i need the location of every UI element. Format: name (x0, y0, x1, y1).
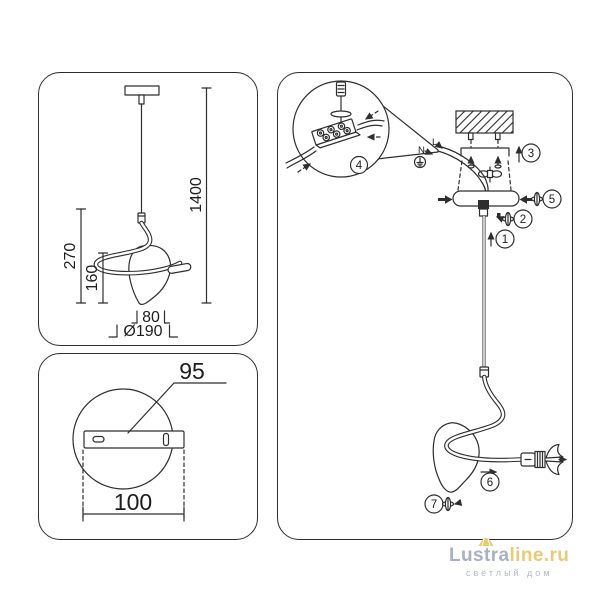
svg-text:2: 2 (520, 214, 526, 226)
screw-icon (441, 496, 455, 512)
dim-total-height: 1400 (188, 87, 212, 304)
step4-callout: 4 (349, 155, 369, 175)
screw-icon (501, 211, 515, 227)
bar-slot-right (162, 432, 170, 447)
dim-label-diameter-190: Ø190 (123, 323, 162, 340)
logo-tagline: светлый дом (466, 568, 553, 578)
dim-label-95: 95 (179, 358, 205, 384)
supply-wires: N L (418, 137, 489, 194)
pendant-side-view (93, 85, 192, 306)
step7-callout: 7 (424, 494, 463, 514)
cord-lock (478, 200, 489, 209)
dim-label-80: 80 (142, 309, 160, 326)
dim-shade-width: 80 (131, 309, 171, 326)
bar-slot-left (92, 435, 105, 443)
logo-text: Lustraline.ru (449, 536, 597, 565)
step6-callout: 6 (480, 468, 500, 492)
logo-brand-part1: Lustra (449, 545, 510, 566)
svg-text:1: 1 (502, 234, 508, 246)
screw-icon (530, 191, 544, 207)
panel-canopy-top-view: 95 100 (38, 353, 258, 540)
dimension-drawing-svg: 1400 270 160 80 Ø190 (62, 85, 212, 340)
dim-shade-height: 160 (84, 252, 109, 304)
ceiling-hatch (455, 110, 514, 134)
led-module (520, 443, 568, 476)
dim-label-160: 160 (84, 265, 101, 292)
svg-text:6: 6 (487, 477, 493, 489)
chandelier-icon (478, 538, 494, 547)
dim-label-1400: 1400 (188, 177, 205, 213)
stone-shade (128, 244, 172, 306)
ground-symbol (413, 155, 427, 169)
mounting-bar (83, 430, 185, 449)
canopy-drawing-svg: 95 100 (72, 358, 227, 522)
side-pin (167, 262, 192, 274)
screw-icon (494, 155, 502, 169)
label-neutral: N (418, 145, 425, 156)
wiring-detail-bubble: 4 (285, 80, 439, 178)
mounting-bracket (460, 139, 510, 169)
ceiling-section (455, 110, 514, 141)
step1-callout: 1 (487, 229, 515, 249)
dim-label-100: 100 (114, 489, 152, 515)
lustraline-logo: Lustraline.ru светлый дом (449, 536, 597, 578)
dim-swirl-diameter: Ø190 (108, 323, 179, 340)
panel-dimension-drawing: 1400 270 160 80 Ø190 (38, 72, 258, 346)
svg-text:3: 3 (528, 148, 534, 160)
screwdriver-icon (330, 81, 352, 125)
svg-text:4: 4 (356, 160, 363, 172)
logo-brand-part2: line.ru (509, 545, 570, 566)
canopy-assembly (438, 190, 534, 217)
svg-text:7: 7 (431, 499, 437, 511)
assembly-drawing-svg: 4 3 (285, 80, 568, 514)
terminal-block (311, 118, 361, 149)
panel-assembly-instructions: 4 3 (277, 72, 573, 540)
step3-callout: 3 (515, 143, 541, 163)
push-arrow-right (519, 195, 534, 204)
wing-nut-icon (477, 166, 503, 183)
label-live: L (432, 137, 437, 148)
dim-label-270: 270 (62, 243, 79, 270)
bubble-wires (285, 110, 385, 173)
leader-line-95 (127, 382, 227, 434)
step5-callout: 5 (530, 189, 562, 209)
step2-callout: 2 (495, 209, 533, 229)
dim-fixture-height: 270 (62, 208, 87, 304)
ceiling-plate (124, 85, 160, 96)
push-arrow-left (438, 195, 453, 204)
svg-text:5: 5 (549, 194, 555, 206)
dim-canopy-diameter: 100 (82, 489, 185, 522)
